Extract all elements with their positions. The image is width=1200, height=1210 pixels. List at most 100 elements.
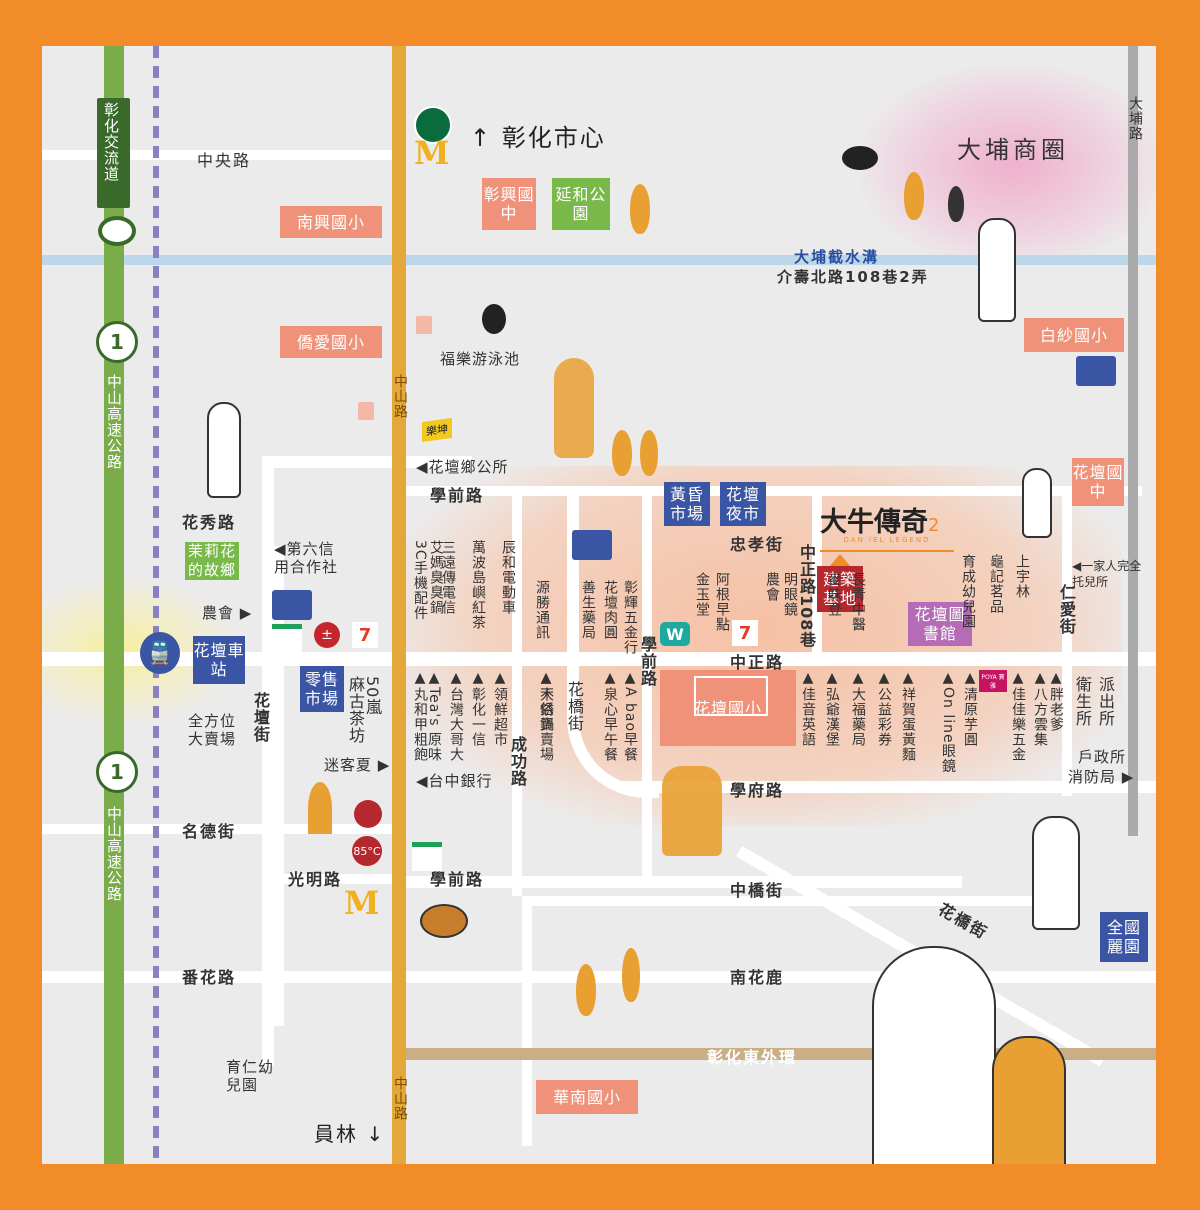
township-label: ◀花壇鄉公所 — [416, 458, 509, 476]
road-label-chenggong: 成功路 — [508, 736, 527, 787]
interchange-circle — [98, 216, 136, 246]
road-guangming — [274, 874, 404, 884]
road-xuefu-top — [262, 456, 472, 468]
shop-label: 辰和電動車 — [500, 540, 516, 615]
tree-icon — [640, 430, 658, 476]
road-zhongzheng — [42, 652, 1156, 666]
magufang-label: 麻古茶坊 — [346, 676, 365, 744]
nonghui-left-label: 農會 ▶ — [202, 604, 253, 622]
taichung-bank-label: ◀台中銀行 — [416, 772, 493, 790]
station-box: 花壇車站 — [193, 636, 245, 684]
zhongshan-road-label-top: 中山路 — [392, 374, 408, 419]
school-qiaoai: 僑愛國小 — [280, 326, 382, 358]
interchange-label: 彰化交流道 — [102, 102, 120, 182]
school-baisha: 白紗國小 — [1024, 318, 1124, 352]
shop-label: ▲祥賀蛋黃麵 — [900, 670, 916, 762]
district-highlight — [402, 466, 1122, 826]
road-label-zhongyang: 中央路 — [197, 151, 252, 170]
shop-label: ▲大俗賣賣場 — [538, 670, 554, 762]
shop-label: 彰輝五金行 — [622, 580, 638, 655]
shop-label: ▲公益彩券 — [876, 670, 892, 747]
shop-label: ▲胖老爹 — [1048, 670, 1064, 732]
south-direction: 員林 ↓ — [314, 1122, 386, 1146]
c85-icon: 85°C — [352, 836, 382, 866]
road-xueqian-v — [642, 496, 652, 876]
person-illustration — [1032, 816, 1080, 930]
shop-label: 農會 — [764, 572, 780, 602]
tree-icon — [622, 948, 640, 1002]
road-label-dapu: 大埔路 — [1127, 96, 1143, 141]
highway-label-top: 中山高速公路 — [105, 374, 123, 470]
pxmart-icon-left — [272, 590, 312, 620]
map-canvas: 彰化交流道 1 中山高速公路 1 中山高速公路 中山路 中山路 中央路 學前路 … — [42, 46, 1156, 1164]
park-jasmine: 茉莉花的故鄉 — [185, 542, 239, 580]
park-quanguo: 全國麗園 — [1100, 912, 1148, 962]
school-changxing: 彰興國中 — [482, 178, 536, 230]
south-direction-label: 員林 — [314, 1122, 358, 1146]
road-xuefu — [622, 781, 1156, 793]
highway-line — [104, 46, 124, 1164]
mcdonalds-icon-bottom: M — [344, 884, 380, 922]
route-1-shield-top: 1 — [96, 321, 138, 363]
road-label-xueqian-v: 學前路 — [638, 636, 657, 687]
night-market: 花壇夜市 — [720, 482, 766, 526]
pool-label: 福樂游泳池 — [440, 350, 521, 368]
familymart-icon-left — [272, 624, 302, 653]
road-label-east-ring: 彰化東外環 — [707, 1048, 798, 1067]
park-yanhe: 延和公園 — [552, 178, 610, 230]
road-label-zhongxiao: 忠孝街 — [730, 535, 785, 554]
shop-label: ▲泉心早午餐 — [602, 670, 618, 762]
child-illustration — [992, 1036, 1066, 1164]
road-huaxiu-curve — [262, 456, 274, 1066]
tree-icon — [612, 430, 632, 476]
retail-market: 零售市場 — [300, 666, 344, 712]
shop-label: 上宇林 — [1014, 554, 1030, 599]
shop-label: ▲領鮮超市 — [492, 670, 508, 747]
road-label-huatan: 花壇街 — [251, 692, 270, 743]
shop-label: 三遠傳電信 — [440, 540, 456, 615]
road-label-fanhua: 番花路 — [182, 968, 237, 987]
shop-label: ▲不銹鍋 — [538, 670, 554, 732]
road-zhongqiao — [522, 896, 1042, 906]
road-label-guangming: 光明路 — [288, 870, 343, 889]
ice-cream-icon — [308, 782, 332, 834]
tree-icon — [904, 172, 924, 220]
brand-subtitle: DAN IEL LEGEND — [843, 536, 931, 544]
shop-label: ▲大福藥局 — [850, 670, 866, 747]
shop-label: ▲Tea's 原味 — [426, 670, 442, 762]
hilife-icon: ± — [314, 622, 340, 648]
shop-label: ▲佳佳樂五金 — [1010, 670, 1026, 762]
family-illustration — [872, 946, 996, 1164]
zhongshan-road-label-bottom: 中山路 — [392, 1076, 408, 1121]
road-label-zhongzheng-lane: 中正路108巷 — [797, 544, 816, 649]
fifty-lan-label: 50嵐 — [363, 676, 382, 716]
nanhua-elem-building-icon — [694, 676, 768, 716]
students-illustration — [662, 766, 722, 856]
road-label-zhongzheng: 中正路 — [730, 653, 785, 672]
shop-label: 長青中醫 — [850, 572, 866, 632]
bird-icon — [482, 304, 506, 334]
person-illustration — [978, 218, 1016, 322]
shop-label: ▲A bao早餐 — [622, 670, 638, 763]
shop-label: ▲弘爺漢堡 — [824, 670, 840, 747]
road-xueqian-bottom — [402, 876, 962, 888]
shop-label: 育成幼兒園 — [960, 554, 976, 629]
shop-label: ▲佳音英語 — [800, 670, 816, 747]
yuren-label: 育仁幼兒園 — [226, 1058, 275, 1094]
road-zhongqiao-v — [522, 896, 532, 1146]
road-label-xueqian-top: 學前路 — [430, 486, 485, 505]
road-label-xuefu: 學府路 — [730, 781, 785, 800]
police-label: 派出所 — [1096, 676, 1115, 727]
zhongshan-road-line — [392, 46, 406, 1164]
drain-canal — [42, 255, 1156, 265]
road-label-nanhualu: 南花鹿 — [730, 968, 785, 987]
person-illustration — [207, 402, 241, 498]
person-illustration — [554, 358, 594, 458]
person-illustration — [1022, 468, 1052, 538]
huanghun-market: 黃昏市場 — [664, 482, 710, 526]
dapu-road-line — [1128, 46, 1138, 836]
gas-station-icon-top — [416, 316, 432, 334]
shop-label: ▲清原芋圓 — [962, 670, 978, 747]
pxmart-icon-mid — [572, 530, 612, 560]
